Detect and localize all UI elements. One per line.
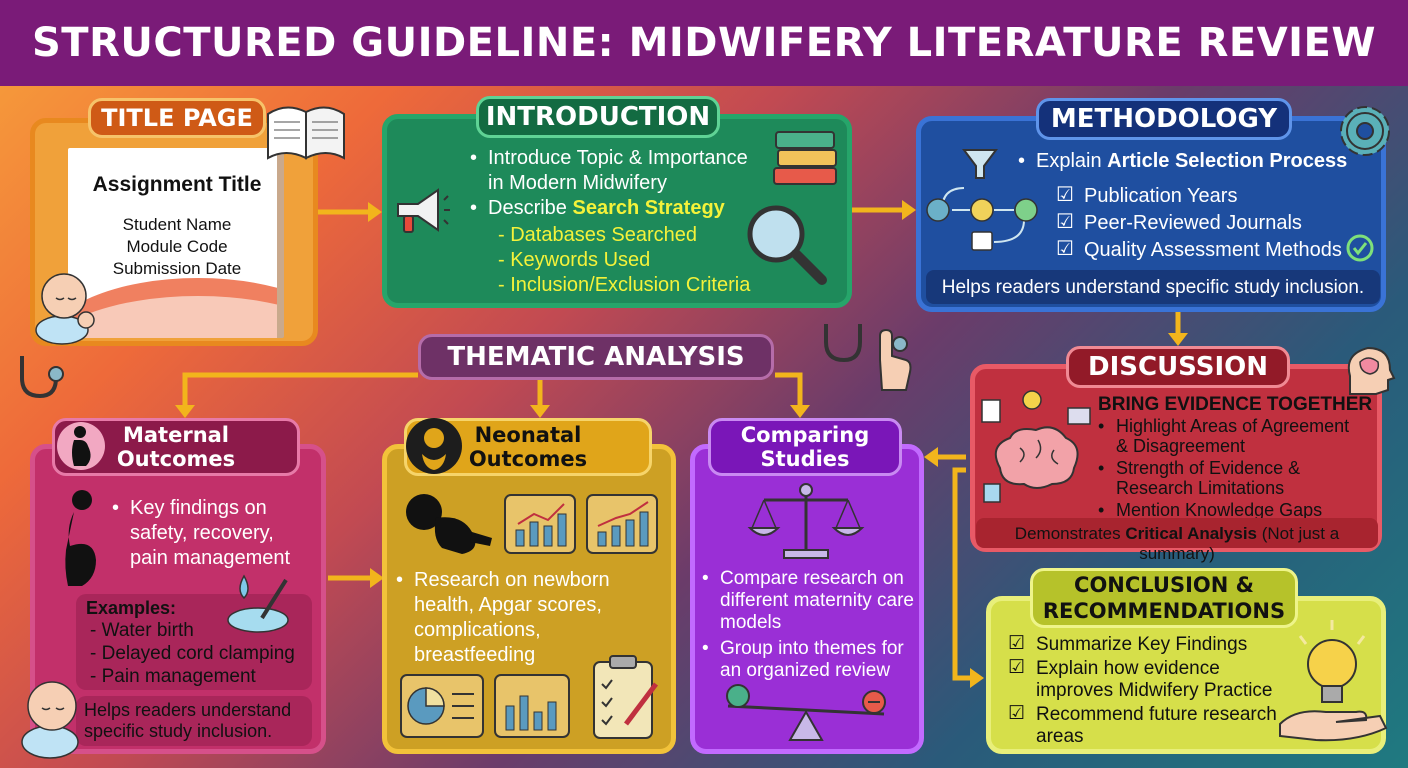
discussion-heading: DISCUSSION — [1066, 346, 1290, 388]
pie-chart-icon — [400, 674, 484, 738]
hand-bulb-icon — [1279, 620, 1388, 742]
discussion-bullets: Highlight Areas of Agreement & Disagreem… — [1094, 416, 1364, 520]
introduction-bullets: Introduce Topic & Importance in Modern M… — [466, 146, 766, 221]
stethoscope-icon — [20, 356, 64, 399]
head-icon — [1347, 346, 1396, 395]
title-field-module-code: Module Code — [126, 237, 228, 256]
methodology-checklist: Publication Years Peer-Reviewed Journals… — [1056, 182, 1342, 264]
maternal-example-water-birth: - Water birth — [90, 620, 194, 641]
magnifier-icon — [747, 205, 827, 285]
methodology-footer-box — [926, 270, 1380, 304]
bar-chart-icon — [504, 494, 576, 554]
baby-icon-bottom — [21, 681, 79, 759]
title-field-submission-date: Submission Date — [112, 259, 242, 278]
discussion-footer-box — [976, 518, 1378, 548]
check-circle-icon — [1346, 234, 1374, 262]
water-drop-icon — [227, 574, 289, 633]
critical-analysis-bold: Critical Analysis — [1125, 524, 1257, 543]
header-banner: STRUCTURED GUIDELINE: MIDWIFERY LITERATU… — [0, 0, 1408, 86]
check-publication-years: Publication Years — [1056, 182, 1342, 210]
thematic-analysis-heading: THEMATIC ANALYSIS — [418, 334, 774, 380]
title-field-student-name: Student Name — [122, 215, 232, 234]
introduction-heading: INTRODUCTION — [476, 96, 720, 138]
maternal-examples-label: Examples: — [86, 598, 177, 618]
check-future-research: Recommend future research areas — [1008, 703, 1288, 748]
baby-icon — [35, 273, 95, 345]
seesaw-icon — [726, 684, 886, 741]
maternal-bullet-list: Key findings on safety, recovery, pain m… — [108, 496, 308, 571]
pregnant-silhouette-icon — [57, 422, 105, 470]
comparing-bullet-themes: Group into themes for an organized revie… — [698, 638, 918, 682]
hand-pointer-icon — [824, 324, 912, 391]
neonatal-bullet: Research on newborn health, Apgar scores… — [392, 568, 652, 668]
article-selection-bold: Article Selection Process — [1107, 150, 1348, 172]
discussion-footer: Demonstrates Critical Analysis (Not just… — [1014, 524, 1340, 563]
check-peer-reviewed: Peer-Reviewed Journals — [1056, 209, 1342, 237]
process-flow-icon — [926, 187, 1038, 251]
intro-sub-keywords: - Keywords Used — [498, 249, 651, 271]
discussion-bullet-strength: Strength of Evidence & Research Limitati… — [1094, 458, 1364, 498]
page-title: STRUCTURED GUIDELINE: MIDWIFERY LITERATU… — [32, 20, 1376, 66]
neonatal-bullet-list: Research on newborn health, Apgar scores… — [392, 568, 652, 668]
title-page-document — [68, 148, 284, 338]
baby-silhouette-icon — [406, 418, 462, 474]
megaphone-icon — [397, 188, 450, 233]
comparing-bullets: Compare research on different maternity … — [698, 568, 918, 682]
maternal-example-pain-management: - Pain management — [90, 666, 256, 687]
check-summarize: Summarize Key Findings — [1008, 633, 1288, 656]
methodology-bullet: Explain Article Selection Process — [1014, 149, 1354, 174]
check-quality-assessment: Quality Assessment Methods — [1056, 236, 1342, 264]
intro-bullet-topic: Introduce Topic & Importance in Modern M… — [466, 146, 766, 196]
check-explain-evidence: Explain how evidence improves Midwifery … — [1008, 657, 1288, 702]
intro-sub-databases: - Databases Searched — [498, 224, 698, 246]
gear-icon — [1340, 106, 1390, 156]
methodology-footer: Helps readers understand specific study … — [941, 277, 1365, 298]
discussion-subheading: BRING EVIDENCE TOGETHER — [1098, 394, 1373, 415]
assignment-title: Assignment Title — [92, 173, 262, 196]
bar-chart-icon-2 — [586, 494, 658, 554]
funnel-icon — [962, 149, 998, 179]
discussion-bullet-agreement: Highlight Areas of Agreement & Disagreem… — [1094, 416, 1364, 456]
maternal-footer: Helps readers understand specific study … — [84, 700, 292, 741]
open-book-icon — [267, 106, 345, 160]
maternal-footer-box — [76, 696, 312, 746]
books-stack-icon — [773, 131, 837, 185]
methodology-heading: METHODOLOGY — [1036, 98, 1292, 140]
pregnant-woman-icon — [65, 490, 96, 586]
search-strategy-highlight: Search Strategy — [572, 197, 725, 219]
maternal-bullet: Key findings on safety, recovery, pain m… — [108, 496, 308, 571]
fetus-icon — [406, 494, 492, 554]
comparing-bullet-models: Compare research on different maternity … — [698, 568, 918, 634]
discussion-bullet-gaps: Mention Knowledge Gaps — [1094, 500, 1364, 520]
scale-icon — [747, 483, 865, 559]
maternal-example-cord-clamping: - Delayed cord clamping — [90, 643, 295, 664]
title-page-heading: TITLE PAGE — [88, 98, 266, 138]
conclusion-checklist: Summarize Key Findings Explain how evide… — [1008, 633, 1288, 748]
bar-chart-icon-3 — [494, 674, 570, 738]
conclusion-heading: CONCLUSION &RECOMMENDATIONS — [1030, 568, 1298, 628]
intro-bullet-search: Describe Search Strategy — [466, 196, 766, 221]
clipboard-icon — [593, 655, 658, 739]
brain-icon — [981, 390, 1091, 503]
intro-sub-criteria: - Inclusion/Exclusion Criteria — [498, 274, 751, 296]
